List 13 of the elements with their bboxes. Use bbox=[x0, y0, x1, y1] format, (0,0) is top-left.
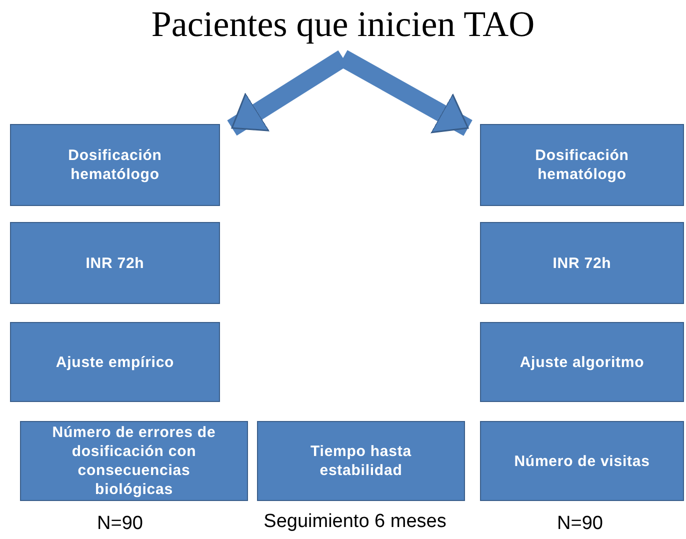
process-box: Dosificación hematólogo bbox=[10, 124, 220, 206]
process-box: Número de visitas bbox=[480, 421, 684, 501]
process-box: Tiempo hasta estabilidad bbox=[257, 421, 465, 501]
process-box: Ajuste algoritmo bbox=[480, 322, 684, 402]
note-text: N=90 bbox=[556, 512, 604, 536]
process-box: INR 72h bbox=[10, 222, 220, 304]
process-box: INR 72h bbox=[480, 222, 684, 304]
process-box: Número de errores de dosificación con consecuencias biológicas bbox=[20, 421, 248, 501]
title: Pacientes que inicien TAO bbox=[0, 2, 686, 46]
note-text: N=90 bbox=[96, 512, 144, 536]
process-box: Dosificación hematólogo bbox=[480, 124, 684, 206]
process-box: Ajuste empírico bbox=[10, 322, 220, 402]
note-text: Seguimiento 6 meses bbox=[262, 510, 448, 534]
